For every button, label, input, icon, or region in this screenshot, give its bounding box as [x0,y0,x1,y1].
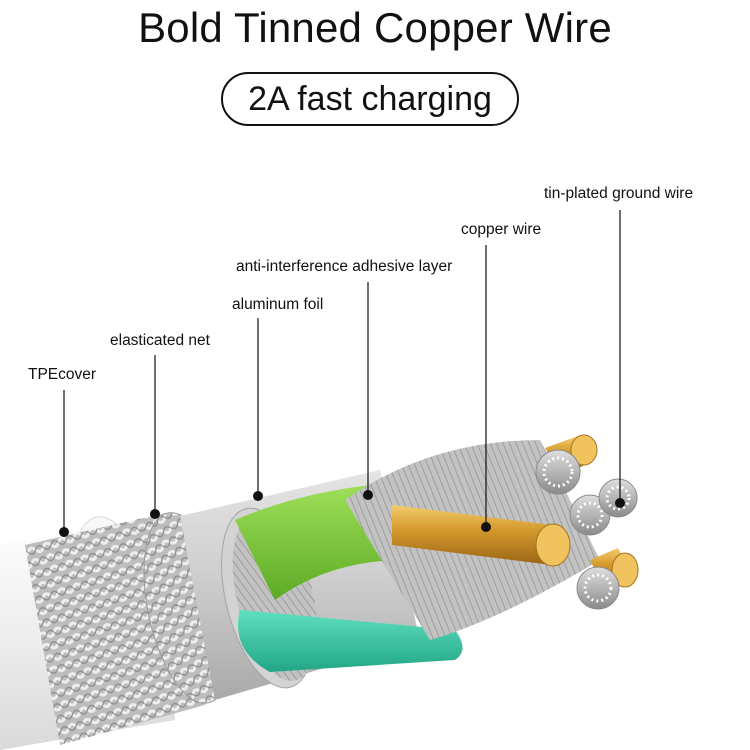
teal-insulation [238,610,463,672]
label-tpe-cover: TPEcover [28,366,97,383]
callout-dots [59,490,625,537]
strand-ends [535,449,638,610]
callout-lines [63,210,621,532]
fast-charging-badge: 2A fast charging [221,72,519,126]
page-title: Bold Tinned Copper Wire [138,4,612,51]
label-copper-wire: copper wire [461,221,542,238]
label-ground-wire: tin-plated ground wire [544,185,694,202]
label-elasticated-net: elasticated net [110,332,210,349]
label-aluminum-foil: aluminum foil [232,296,324,313]
label-adhesive-layer: anti-interference adhesive layer [236,258,453,275]
